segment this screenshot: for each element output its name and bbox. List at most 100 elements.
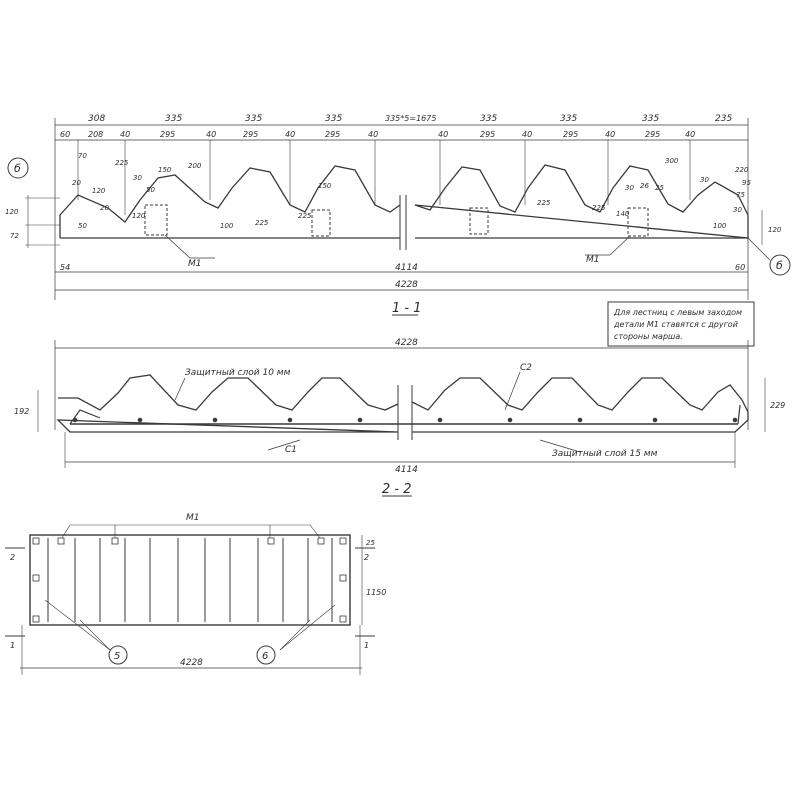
plan-top-dim-5: 335*5=1675 (385, 114, 436, 123)
plan-part-label-right: М1 (586, 255, 600, 265)
plan-sub-dim-14: 40 (605, 130, 615, 139)
plan-small-dim-2: 20 (72, 179, 81, 187)
marker-circle-6 (256, 645, 276, 665)
plan-small-dim-7: 50 (146, 186, 155, 194)
plan-height-dim-right: 120 (768, 226, 782, 234)
cut-mark-top-left: 2 (10, 553, 15, 562)
embedded-part-3 (469, 207, 489, 235)
plan-tread-profile (59, 164, 749, 239)
section-1-1-height-left: 192 (14, 407, 29, 416)
plan-small-dim-12: 150 (318, 182, 332, 190)
plan-top-dim-6: 335 (480, 114, 497, 124)
cover-layer-top: Защитный слой 10 мм (185, 368, 291, 378)
plan-top-dim-1: 308 (88, 114, 105, 124)
plan-labels: б б 308 335 335 335 335*5=1675 335 335 3… (5, 114, 783, 290)
plan-sub-dim-15: 295 (645, 130, 660, 139)
section-1-1-inner-length: 4114 (395, 465, 418, 475)
plan-inner-length: 4114 (395, 263, 418, 273)
plan-bottom-left-dim: 54 (60, 263, 70, 272)
embedded-part-left (144, 204, 168, 236)
plan-marker-right: б (776, 259, 783, 272)
plan-height-dim-1: 120 (5, 208, 19, 216)
section-1-1 (37, 314, 766, 468)
plan-small-dim-6: 30 (133, 174, 142, 182)
plan-view (7, 118, 791, 300)
plan-top-dim-4: 335 (325, 114, 342, 124)
plan-height-dim-2: 72 (10, 232, 19, 240)
plan-sub-dim-4: 295 (160, 130, 175, 139)
plan-small-dim-1: 70 (78, 152, 87, 160)
section-1-1-height-right: 229 (770, 401, 785, 410)
plan-part-label-left: М1 (188, 259, 202, 269)
plan-overall-length: 4228 (395, 280, 418, 290)
plan-small-dim-14: 225 (255, 219, 269, 227)
plan-marker-left: б (14, 162, 21, 175)
plan-small-dim-5: 50 (78, 222, 87, 230)
section-2-2-labels: 2 - 2 М1 2 2 1 1 1150 25 5 6 4228 (10, 482, 412, 668)
plan-small-dim-17: 225 (298, 212, 312, 220)
plan-sub-dim-7: 40 (285, 130, 295, 139)
plan-small-dim-20: 220 (735, 166, 749, 174)
plan-small-dim-19: 300 (665, 157, 679, 165)
rebar-c2 (69, 404, 741, 425)
section-2-2-width: 1150 (366, 588, 386, 597)
plan-small-dim-9: 120 (132, 212, 146, 220)
plan-small-dim-11: 200 (188, 162, 202, 170)
plan-small-dim-13: 100 (220, 222, 234, 230)
plan-bottom-right-dim: 60 (735, 263, 745, 272)
plan-small-dim-16: 225 (592, 204, 606, 212)
plan-small-dim-27: 25 (655, 184, 664, 192)
section-1-1-labels: 1 - 1 4228 Защитный слой 10 мм С2 С1 Защ… (14, 301, 785, 475)
plan-sub-dim-2: 208 (88, 130, 103, 139)
cover-layer-bottom: Защитный слой 15 мм (552, 449, 658, 459)
plan-sub-dim-3: 40 (120, 130, 130, 139)
plan-sub-dim-1: 60 (60, 130, 70, 139)
plan-sub-dim-8: 295 (325, 130, 340, 139)
plan-sub-dim-6: 295 (243, 130, 258, 139)
note-line-2: детали М1 ставятся с другой (613, 320, 738, 329)
plan-small-dim-21: 95 (742, 179, 751, 187)
plan-top-dim-3: 335 (245, 114, 262, 124)
plan-sub-dim-13: 295 (563, 130, 578, 139)
plan-top-dim-7: 335 (560, 114, 577, 124)
section-profile (56, 374, 749, 433)
plan-small-dim-22: 75 (736, 191, 745, 199)
plan-sub-dim-11: 295 (480, 130, 495, 139)
section-2-2 (5, 495, 412, 675)
bar-label-c2: С2 (520, 363, 532, 373)
embedded-part-right (627, 207, 649, 237)
plan-small-dim-4: 20 (100, 204, 109, 212)
plan-small-dim-18: 140 (616, 210, 630, 218)
marker-label-6: 6 (262, 651, 268, 662)
section-1-1-overall-length: 4228 (395, 338, 418, 348)
plan-sub-dim-12: 40 (522, 130, 532, 139)
plan-top-dim-9: 235 (715, 114, 732, 124)
note-line-3: стороны марша. (614, 332, 683, 341)
plan-sub-dim-5: 40 (206, 130, 216, 139)
section-2-2-edge-dim: 25 (366, 539, 375, 547)
section-2-2-outline (29, 534, 351, 626)
section-2-2-title: 2 - 2 (382, 482, 412, 497)
note-box: Для лестниц с левым заходом детали М1 ст… (607, 301, 755, 347)
section-1-1-title: 1 - 1 (392, 301, 422, 316)
plan-top-dim-8: 335 (642, 114, 659, 124)
plan-small-dim-28: 30 (733, 206, 742, 214)
plan-small-dim-25: 30 (625, 184, 634, 192)
section-2-2-part-label: М1 (186, 513, 200, 523)
note-line-1: Для лестниц с левым заходом (613, 308, 742, 317)
embedded-part-2 (311, 209, 331, 237)
plan-small-dim-3: 120 (92, 187, 106, 195)
plan-sub-dim-9: 40 (368, 130, 378, 139)
plan-sub-dim-16: 40 (685, 130, 695, 139)
plan-small-dim-8: 225 (115, 159, 129, 167)
plan-small-dim-26: 26 (640, 182, 649, 190)
cut-mark-bottom-left: 1 (10, 641, 15, 650)
plan-small-dim-15: 225 (537, 199, 551, 207)
cut-mark-bottom-right: 1 (364, 641, 369, 650)
plan-top-dim-2: 335 (165, 114, 182, 124)
plan-sub-dim-10: 40 (438, 130, 448, 139)
marker-circle-5 (108, 645, 128, 665)
section-2-2-overall-length: 4228 (180, 658, 203, 668)
plan-small-dim-24: 30 (700, 176, 709, 184)
plan-small-dim-23: 100 (713, 222, 727, 230)
